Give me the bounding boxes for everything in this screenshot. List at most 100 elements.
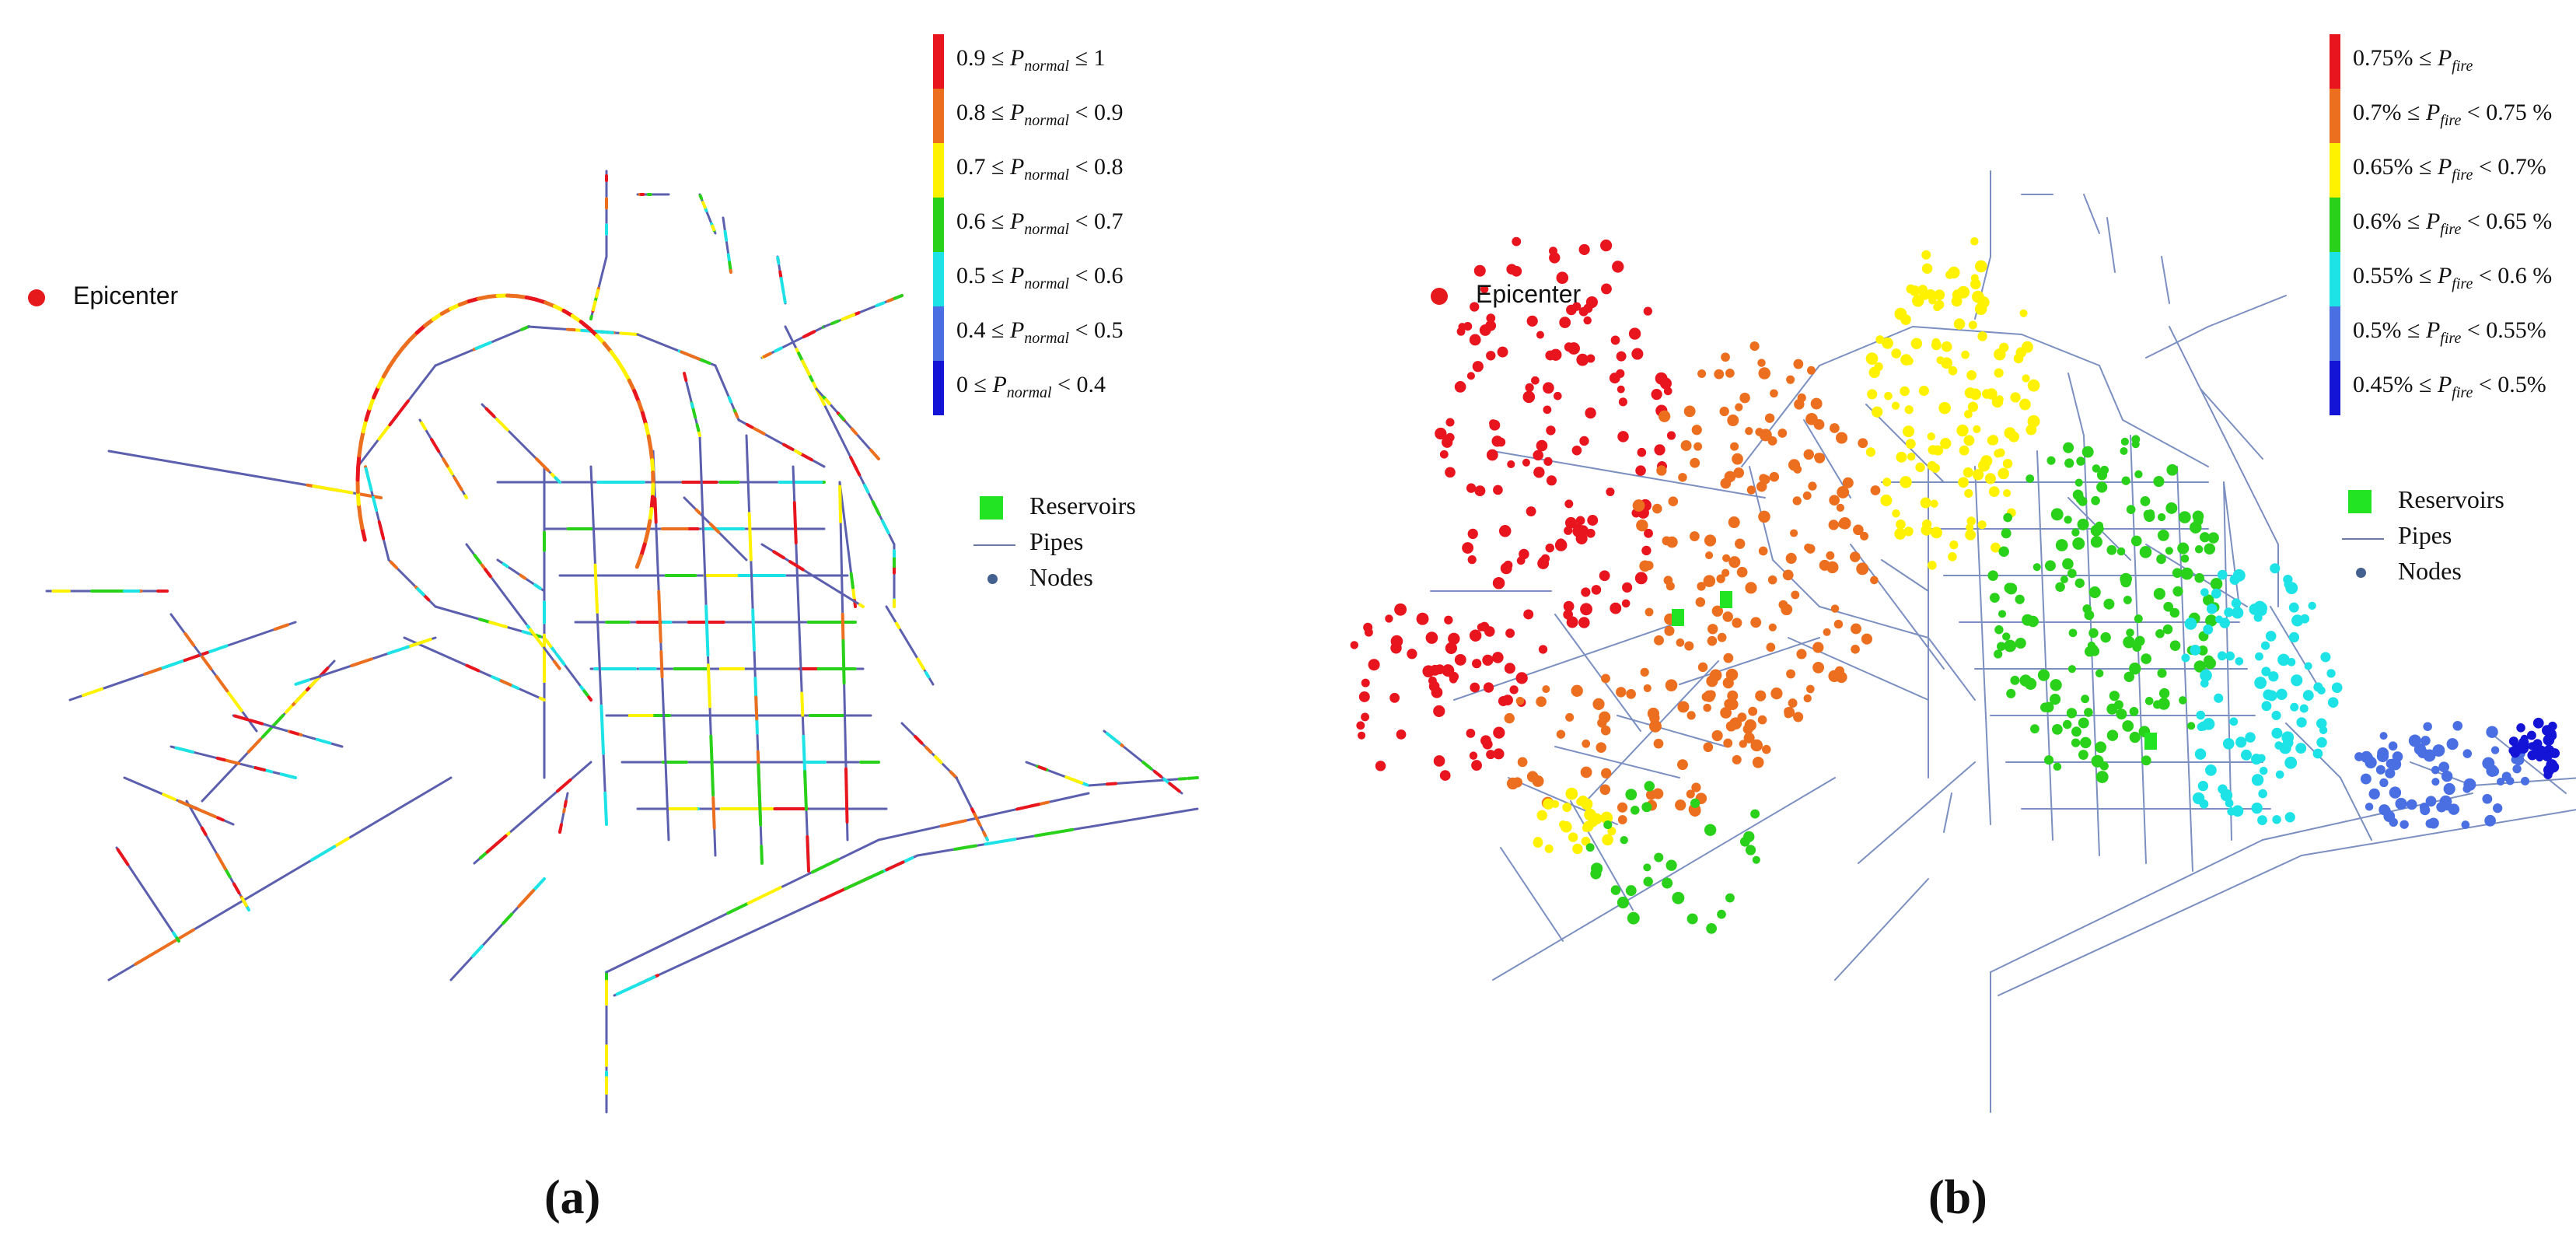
- node: [2199, 799, 2209, 809]
- node: [1757, 359, 1766, 367]
- node: [2156, 554, 2166, 565]
- pipe-probability-segment: [420, 421, 427, 431]
- pipe-probability-segment: [706, 663, 711, 708]
- node: [1706, 923, 1717, 934]
- node: [1758, 546, 1768, 556]
- node: [1748, 706, 1758, 716]
- node: [2261, 701, 2272, 712]
- pipe-probability-segment: [726, 902, 749, 915]
- node: [1725, 368, 1735, 378]
- node: [1805, 544, 1816, 554]
- node: [1964, 488, 1973, 499]
- node: [1684, 641, 1694, 651]
- node: [2169, 640, 2181, 651]
- node: [2235, 656, 2244, 666]
- node: [1361, 678, 1370, 687]
- pipe-probability-segment: [484, 568, 492, 578]
- node: [2165, 502, 2178, 514]
- node: [1666, 431, 1676, 440]
- node: [1735, 403, 1743, 411]
- node: [2270, 563, 2281, 574]
- pipe-probability-segment: [377, 520, 384, 537]
- pipe-probability-segment: [495, 417, 509, 432]
- pipe-probability-segment: [914, 735, 924, 745]
- pipe-probability-segment: [838, 413, 845, 422]
- pipe-probability-segment: [772, 550, 786, 560]
- node: [1691, 782, 1701, 792]
- node: [1364, 628, 1373, 637]
- node: [1536, 331, 1544, 339]
- node: [1425, 631, 1438, 644]
- node: [1686, 913, 1698, 925]
- node: [1356, 721, 1365, 730]
- node: [2194, 545, 2204, 554]
- node: [1872, 406, 1883, 418]
- pipe-probability-segment: [982, 831, 987, 838]
- node: [1980, 455, 1993, 467]
- map-key-a: Reservoirs Pipes Nodes: [964, 492, 1260, 608]
- node: [2224, 607, 2234, 618]
- node: [2229, 717, 2239, 726]
- node: [1732, 453, 1743, 465]
- node: [2482, 793, 2493, 804]
- node: [1556, 538, 1566, 548]
- ring-pipe-segment: [645, 519, 652, 535]
- node: [1803, 694, 1812, 703]
- node: [1649, 719, 1662, 733]
- node: [1973, 425, 1981, 434]
- pipe-probability-segment: [933, 754, 942, 764]
- pipe-probability-segment: [657, 590, 662, 643]
- node: [1591, 813, 1603, 824]
- node: [1553, 391, 1562, 401]
- node: [1493, 748, 1505, 760]
- key-reservoirs: Reservoirs: [2333, 485, 2576, 524]
- key-pipes: Pipes: [964, 527, 1244, 566]
- node: [1662, 536, 1672, 546]
- node: [1729, 717, 1742, 730]
- reservoir: [1720, 591, 1732, 608]
- node: [2166, 464, 2179, 476]
- legend-swatch: [2330, 143, 2340, 198]
- node: [2091, 754, 2104, 768]
- node: [2021, 341, 2033, 353]
- node: [1601, 673, 1610, 684]
- node: [1968, 320, 1977, 330]
- pipe-probability-segment: [704, 604, 710, 657]
- node: [2186, 722, 2196, 730]
- pipe-probability-segment: [430, 438, 441, 453]
- node: [2025, 424, 2037, 436]
- node: [2064, 516, 2072, 524]
- node: [1814, 453, 1823, 461]
- node: [1439, 770, 1451, 781]
- node: [1538, 645, 1548, 654]
- pipe-probability-segment: [294, 678, 310, 686]
- node: [2169, 607, 2180, 618]
- node: [2251, 754, 2263, 765]
- ring-pipe-segment: [644, 422, 651, 439]
- node: [1691, 425, 1702, 436]
- node: [1750, 809, 1760, 819]
- node: [1654, 852, 1664, 862]
- node: [1739, 392, 1750, 404]
- pipe-probability-segment: [453, 476, 463, 492]
- node: [1531, 376, 1540, 385]
- node: [1512, 236, 1522, 247]
- node: [1858, 438, 1868, 449]
- node: [1445, 418, 1455, 427]
- node: [2214, 615, 2223, 624]
- node: [1532, 775, 1544, 787]
- pipe-probability-segment: [143, 666, 163, 676]
- node: [1755, 690, 1767, 701]
- node: [2184, 618, 2197, 630]
- node: [1894, 528, 1907, 540]
- node: [2067, 665, 2076, 673]
- pipe-probability-segment: [694, 508, 701, 515]
- epicenter-dot: [1431, 288, 1448, 305]
- node: [1717, 632, 1727, 642]
- node: [2516, 723, 2525, 733]
- node: [1625, 885, 1637, 897]
- node: [1743, 732, 1755, 743]
- node: [2438, 761, 2450, 773]
- node: [1882, 478, 1892, 487]
- node: [1949, 541, 1959, 550]
